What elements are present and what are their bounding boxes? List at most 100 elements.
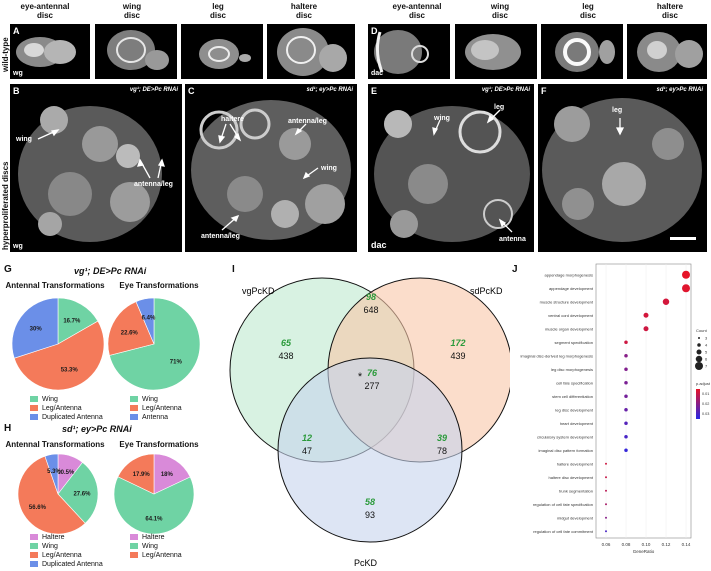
- micrograph-A-leg: [181, 24, 263, 79]
- pie-chart-G-eye: 71% 22.6% 6.4%: [107, 297, 201, 391]
- term-dot: [624, 448, 628, 452]
- micrograph-A-haltere: [267, 24, 355, 79]
- pie-H-ant-title: Antennal Transformations: [5, 440, 105, 449]
- legend-item: Leg/Antenna: [30, 404, 103, 413]
- marker-dac-E: dac: [371, 240, 387, 250]
- pie-slice-label: 71%: [170, 359, 183, 365]
- legend-swatch-antenna: [130, 414, 138, 421]
- pie-slice-label: 64.1%: [145, 516, 163, 522]
- venn-set-label-pckd: PcKD: [354, 558, 378, 568]
- term-dot: [605, 489, 607, 492]
- panel-letter-H: H: [4, 423, 12, 434]
- legend-size-dot: [695, 355, 703, 363]
- pie-G-ant-title: Antennal Transformations: [5, 281, 105, 290]
- legend-label: Wing: [42, 396, 58, 403]
- legend-size-dot: [695, 362, 703, 370]
- legend-swatch-leg-antenna: [30, 552, 38, 559]
- pie-slice-wing: [109, 297, 201, 391]
- legend-size-label: 7: [705, 364, 708, 369]
- pie-slice-antenna: [135, 297, 155, 345]
- legend-swatch-leg-antenna: [130, 552, 138, 559]
- pie-slice-label: 17.9%: [133, 472, 151, 478]
- venn-set-label-vgpckd: vgPcKD: [242, 286, 275, 296]
- legend-padjust-title: p.adjust: [696, 381, 711, 386]
- legend-item: Leg/Antenna: [30, 551, 103, 560]
- legend-label: Antenna: [142, 414, 169, 421]
- venn-set-label-sdpckd: sdPcKD: [470, 286, 503, 296]
- venn-sd-only-green: 172: [450, 338, 465, 348]
- pie-slice-label: 30%: [30, 326, 43, 332]
- venn-vg-only-green: 65: [281, 338, 292, 348]
- legend-label: Haltere: [42, 534, 65, 541]
- term-label: haltere development: [557, 461, 594, 466]
- pie-H-eye-title: Eye Transformations: [119, 440, 199, 449]
- col-eye-antennal-right: eye-antennal disc: [392, 2, 442, 20]
- legend-label: Leg/Antenna: [142, 405, 182, 412]
- pie-slice-wing: [113, 476, 195, 535]
- term-label: imaginal disc-derived leg morphogenesis: [521, 353, 593, 358]
- legend-label: Wing: [42, 543, 58, 550]
- pie-slice-label: 18%: [161, 472, 174, 478]
- pie-slice-label: 10.5%: [57, 470, 75, 476]
- venn-vg-sd-green: 98: [366, 292, 376, 302]
- marker-wg-B: wg: [13, 243, 23, 250]
- micrograph-C: C sd¹; ey>Pc RNAi haltere antenna/leg wi…: [185, 84, 357, 252]
- pie-slice-leg-antenna: [17, 455, 86, 535]
- term-label: muscle structure development: [540, 299, 594, 304]
- term-dot: [624, 408, 628, 412]
- micrograph-F: F sd¹; ey>Pc RNAi leg: [538, 84, 707, 252]
- legend-label: Leg/Antenna: [142, 552, 182, 559]
- legend-G-ant: Wing Leg/Antenna Duplicated Antenna: [30, 395, 103, 422]
- term-dot: [643, 326, 649, 332]
- pie-slice-label: 5.3%: [47, 469, 61, 475]
- micrograph-A-eye-antennal: A wg: [10, 24, 90, 79]
- venn-circle-pckd: [277, 357, 463, 543]
- legend-label: Leg/Antenna: [42, 552, 82, 559]
- term-dot: [643, 312, 649, 318]
- legend-label: Duplicated Antenna: [42, 414, 103, 421]
- legend-label: Duplicated Antenna: [42, 561, 103, 568]
- pie-slice-duplicated-antenna: [11, 297, 59, 359]
- venn-vg-pc-green: 12: [302, 433, 312, 443]
- legend-item: Wing: [30, 542, 103, 551]
- x-tick-label: 0.08: [622, 542, 631, 547]
- pie-slice-label: 6.4%: [142, 315, 156, 321]
- term-dot: [682, 284, 690, 293]
- plot-frame: [595, 263, 692, 539]
- legend-label: Leg/Antenna: [42, 405, 82, 412]
- panel-letter-D: D: [371, 26, 378, 36]
- term-dot: [605, 476, 607, 479]
- legend-swatch-haltere: [130, 534, 138, 541]
- term-label: leg disc morphogenesis: [551, 367, 593, 372]
- legend-item: Leg/Antenna: [130, 404, 182, 413]
- genotype-F: sd¹; ey>Pc RNAi: [656, 87, 703, 93]
- annotation-C-haltere: haltere: [221, 116, 244, 123]
- pie-slice-haltere: [153, 453, 191, 495]
- genotype-E: vg¹; DE>Pc RNAi: [481, 87, 530, 93]
- annotation-E-leg: leg: [494, 104, 505, 111]
- colorbar-tick-label: 0.01: [702, 392, 709, 396]
- venn-pc-only-green: 58: [365, 497, 375, 507]
- panel-letter-A: A: [13, 26, 20, 36]
- legend-G-eye: Wing Leg/Antenna Antenna: [130, 395, 182, 422]
- panel-H-title: sd¹; ey>Pc RNAi: [62, 424, 132, 434]
- annotation-arrows: [37, 109, 625, 233]
- pie-chart-H-eye: 18% 64.1% 17.9%: [113, 453, 195, 535]
- annotation-F-leg: leg: [612, 107, 623, 114]
- x-tick-label: 0.06: [602, 542, 611, 547]
- colorbar: [696, 389, 700, 419]
- col-leg-left: leg disc: [209, 2, 226, 20]
- term-label: ventral cord development: [548, 313, 594, 318]
- pie-slice-label: 22.6%: [121, 330, 139, 336]
- legend-H-eye: Haltere Wing Leg/Antenna: [130, 533, 182, 560]
- annotation-C-antenna-leg-bottom: antenna/leg: [201, 233, 240, 240]
- col-wing-left: wing disc: [122, 2, 142, 20]
- annotation-E-antenna: antenna: [499, 236, 526, 243]
- annotation-C-antenna-leg-top: antenna/leg: [288, 118, 327, 125]
- x-axis-label: GeneRatio: [633, 549, 655, 554]
- term-label: trunk segmentation: [559, 488, 593, 493]
- micrograph-B: B vg¹; DE>Pc RNAi wing antenna/leg wg: [10, 84, 182, 252]
- x-tick-label: 0.10: [642, 542, 651, 547]
- col-leg-right: leg disc: [579, 2, 596, 20]
- marker-wg-A: wg: [13, 70, 23, 77]
